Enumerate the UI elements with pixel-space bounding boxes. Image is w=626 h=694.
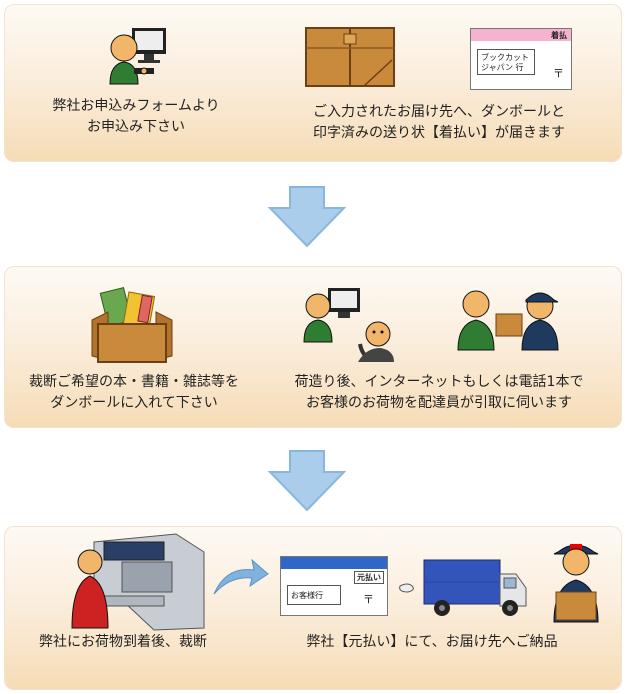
curved-arrow-icon bbox=[213, 558, 269, 595]
cod-shipping-slip: 着払 ブックカット ジャパン 行 〒 bbox=[470, 28, 572, 90]
person-at-computer-icon bbox=[109, 28, 166, 85]
cutting-machine-icon bbox=[71, 533, 205, 631]
prepaid-shipping-slip: 元払い お客様行 〒 bbox=[280, 556, 388, 616]
delivery-pickup-icon bbox=[457, 290, 559, 351]
slip-address-line-2: ジャパン 行 bbox=[481, 63, 524, 72]
step-2-caption-right: 荷造り後、インターネットもしくは電話1本で お客様のお荷物を配達員が引取に伺いま… bbox=[294, 374, 584, 411]
step-2-panel: 裁断ご希望の本・書籍・雑誌等を ダンボールに入れて下さい 荷造り後、インターネッ… bbox=[4, 266, 622, 428]
down-arrow-icon bbox=[267, 450, 347, 512]
slip-badge: 着払 bbox=[551, 31, 567, 40]
box-with-books-icon bbox=[91, 286, 173, 363]
delivery-person-icon bbox=[553, 544, 599, 623]
slip-badge: 元払い bbox=[354, 571, 384, 584]
step-1-caption-right: ご入力されたお届け先へ、ダンボールと 印字済みの送り状【着払い】が届きます bbox=[313, 104, 565, 141]
person-calling-icon bbox=[303, 288, 394, 362]
step-2-caption-left: 裁断ご希望の本・書籍・雑誌等を ダンボールに入れて下さい bbox=[29, 374, 239, 411]
step-3-caption-right: 弊社【元払い】にて、お届け先へご納品 bbox=[306, 634, 558, 650]
slip-address-box: お客様行 bbox=[287, 585, 341, 605]
slip-address-line-1: ブックカット bbox=[481, 53, 529, 62]
postal-mark-icon: 〒 bbox=[553, 67, 564, 80]
slip-address-line-1: お客様行 bbox=[291, 591, 323, 600]
step-3-caption-left: 弊社にお荷物到着後、裁断 bbox=[39, 634, 207, 650]
down-arrow-icon bbox=[267, 186, 347, 248]
cardboard-box-icon bbox=[305, 27, 395, 87]
slip-address-box: ブックカット ジャパン 行 bbox=[477, 49, 535, 75]
step-1-panel: 着払 ブックカット ジャパン 行 〒 弊社お申込みフォームより お申込み下さい … bbox=[4, 4, 622, 162]
delivery-truck-icon bbox=[399, 559, 527, 616]
step-3-panel: 元払い お客様行 〒 弊社にお荷物到着後、裁断 弊社【元払い】にて、お届け先へご… bbox=[4, 526, 622, 690]
postal-mark-icon: 〒 bbox=[363, 593, 374, 606]
step-1-caption-left: 弊社お申込みフォームより お申込み下さい bbox=[52, 98, 220, 135]
